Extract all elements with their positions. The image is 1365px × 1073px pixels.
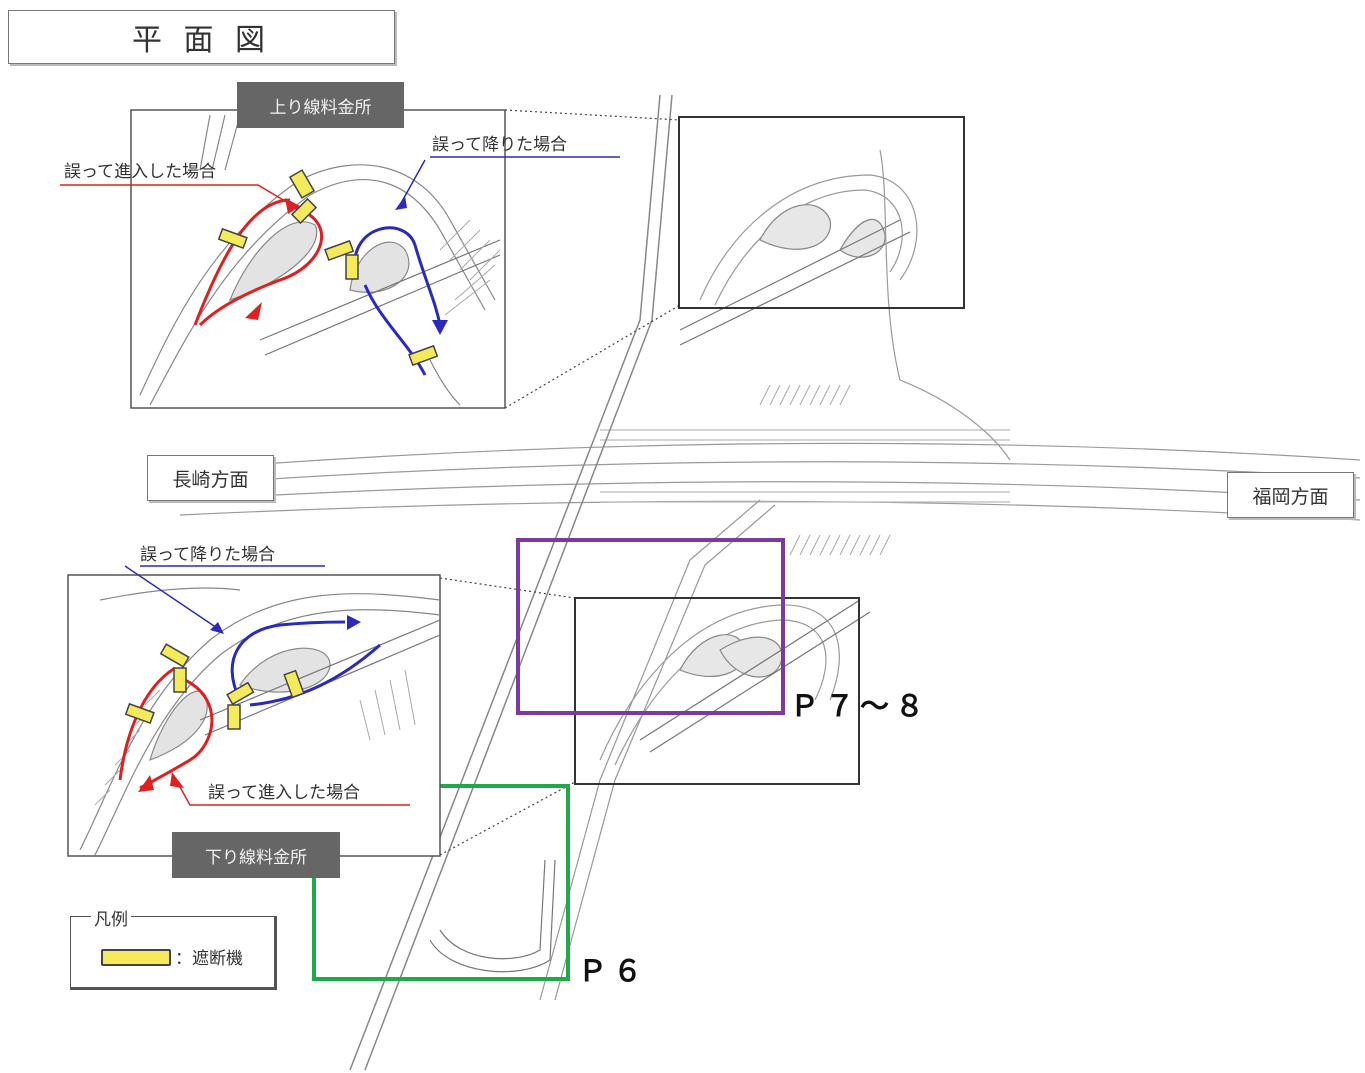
up-tollgate-detail-frame	[678, 116, 965, 309]
wrong-exit-arrow	[353, 226, 442, 326]
legend-item-label: ：遮断機	[175, 949, 243, 969]
down-tollgate-detail-frame	[574, 597, 860, 785]
inset-down-tag: 下り線料金所	[172, 832, 340, 878]
direction-nagasaki: 長崎方面	[147, 455, 274, 501]
wrong-entry-arrow	[198, 205, 323, 327]
p78-frame	[516, 538, 785, 715]
inset-up-tag: 上り線料金所	[237, 82, 404, 128]
page-title: 平 面 図	[8, 10, 395, 64]
direction-fukuoka: 福岡方面	[1227, 472, 1354, 518]
inset-up-tollgate	[60, 109, 620, 409]
down-wrong-entry-label: 誤って進入した場合	[208, 783, 361, 803]
legend: 凡例 ：遮断機	[70, 905, 277, 990]
page-ref-p7-8: Ｐ７～８	[790, 689, 931, 723]
barrier-gate-swatch	[101, 949, 171, 966]
p6-frame	[312, 784, 570, 981]
up-wrong-exit-label: 誤って降りた場合	[432, 135, 568, 155]
inset-down-tollgate	[67, 565, 441, 857]
up-wrong-entry-label: 誤って進入した場合	[64, 162, 217, 182]
legend-title: 凡例	[91, 905, 131, 930]
page-ref-p6: Ｐ６	[578, 954, 649, 988]
down-wrong-exit-label: 誤って降りた場合	[140, 545, 276, 565]
expressway-line	[179, 442, 1361, 471]
